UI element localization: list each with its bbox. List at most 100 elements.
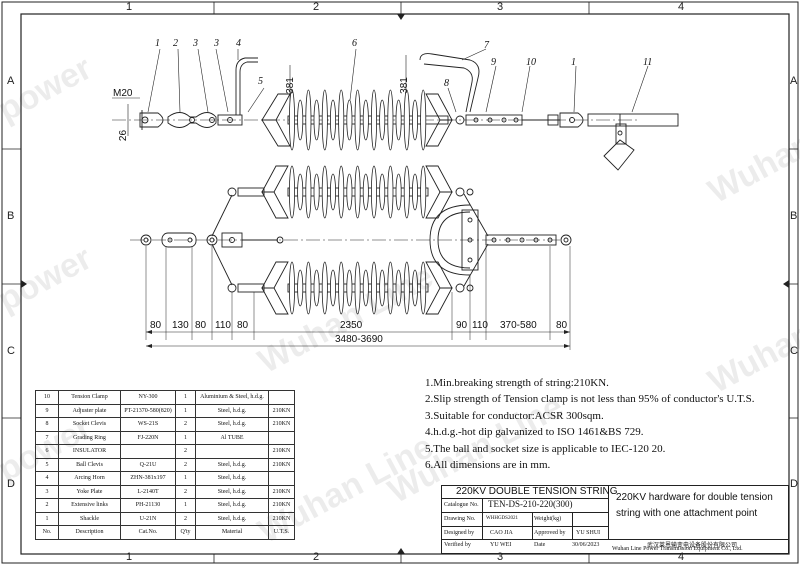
dim-370-580: 370-580	[500, 320, 537, 331]
bom-cell: L-2140T	[120, 484, 176, 499]
bom-cell: Steel, h.d.g.	[195, 484, 269, 499]
insulator-shed	[395, 269, 402, 307]
zone-col-1-bottom: 1	[126, 551, 133, 563]
bom-cell: 7	[35, 430, 59, 445]
insulator-shed	[346, 269, 353, 307]
bom-cell: Arcing Horn	[58, 471, 121, 486]
insulator-shed	[387, 165, 394, 219]
insulator-shed	[288, 89, 295, 151]
callout-5: 5	[258, 76, 263, 87]
bom-cell: 210KN	[268, 511, 295, 526]
note-4: 4.h.d.g.-hot dip galvanized to ISO 1461&…	[425, 426, 644, 439]
insulator-shed	[370, 89, 377, 151]
insulator-shed	[346, 173, 353, 211]
dim-80-b: 80	[195, 320, 207, 331]
dim-2350: 2350	[340, 320, 363, 331]
insulator-shed	[420, 261, 427, 315]
tb-date: 30/06/2023	[572, 542, 600, 548]
tb-drawing-no: WHHGDS2021	[486, 516, 518, 521]
insulator-shed	[379, 173, 386, 211]
dim-26: 26	[118, 129, 130, 142]
zone-row-a: A	[7, 75, 15, 87]
zone-col-2: 2	[313, 1, 320, 13]
insulator-shed	[321, 261, 328, 315]
bom-cell: Ball Clevis	[58, 457, 121, 472]
bom-cell: ZHN-381x197	[120, 471, 176, 486]
bom-cell: U-21N	[120, 511, 176, 526]
insulator-shed	[387, 261, 394, 315]
insulator-shed	[411, 269, 418, 307]
insulator-shed	[395, 173, 402, 211]
bom-cell: U.T.S.	[268, 525, 295, 540]
zone-col-3: 3	[497, 1, 504, 13]
tb-catalogue-label: Catalogue No.	[444, 502, 479, 508]
bom-cell: 9	[35, 403, 59, 418]
bom-cell: Steel, h.d.g.	[195, 417, 269, 432]
insulator-shed	[354, 261, 361, 315]
zone-row-b-right: B	[790, 210, 798, 222]
bom-cell: 210KN	[268, 403, 295, 418]
insulator-shed	[297, 173, 304, 211]
zone-col-3-bottom: 3	[497, 551, 504, 563]
dim-m20: M20	[113, 88, 133, 99]
technical-notes: 1.Min.breaking strength of string:210KN.…	[425, 375, 755, 473]
bom-cell: Shackle	[58, 511, 121, 526]
bom-cell: Al TUBE	[195, 430, 269, 445]
insulator-shed	[329, 173, 336, 211]
bom-cell: Yoke Plate	[58, 484, 121, 499]
insulator-shed	[370, 165, 377, 219]
insulator-shed	[305, 165, 312, 219]
insulator-shed	[321, 89, 328, 151]
bom-cell: 5	[35, 457, 59, 472]
bom-cell: 3	[35, 484, 59, 499]
bom-cell: Steel, h.d.g.	[195, 471, 269, 486]
bom-cell: 2	[35, 498, 59, 513]
tb-title: 220KV DOUBLE TENSION STRING	[456, 486, 618, 497]
dim-80-d: 80	[556, 320, 568, 331]
callout-9: 9	[491, 57, 496, 68]
callout-10: 10	[526, 57, 536, 68]
bom-cell: Aluminium & Steel, h.d.g.	[195, 390, 269, 405]
insulator-shed	[395, 99, 402, 141]
insulator-shed	[403, 165, 410, 219]
callout-6: 6	[352, 38, 357, 49]
bom-cell: 210KN	[268, 484, 295, 499]
insulator-shed	[379, 269, 386, 307]
bom-cell: 210KN	[268, 417, 295, 432]
zone-col-2-bottom: 2	[313, 551, 320, 563]
bom-cell: Socket Clevis	[58, 417, 121, 432]
tb-verified-label: Verified by	[444, 542, 471, 548]
insulator-shed	[338, 261, 345, 315]
tb-drawing-label: Drawing No.	[444, 516, 476, 522]
tb-description-1: 220KV hardware for double tension	[616, 492, 773, 503]
note-1: 1.Min.breaking strength of string:210KN.	[425, 377, 609, 389]
insulator-shed	[321, 165, 328, 219]
insulator-shed	[411, 99, 418, 141]
insulator-shed	[411, 173, 418, 211]
bom-cell: 10	[35, 390, 59, 405]
insulator-shed	[305, 89, 312, 151]
zone-col-4-bottom: 4	[678, 551, 685, 563]
tb-designed-label: Designed by	[444, 530, 475, 536]
insulator-shed	[362, 269, 369, 307]
callout-4: 4	[236, 38, 241, 49]
callout-1-right: 1	[571, 57, 576, 68]
bom-cell	[120, 444, 176, 459]
insulator-shed	[313, 269, 320, 307]
dim-80-a: 80	[150, 320, 162, 331]
tb-description-2: string with one attachment point	[616, 508, 758, 519]
zone-row-a-right: A	[790, 75, 798, 87]
dim-130: 130	[172, 320, 189, 331]
insulator-shed	[379, 99, 386, 141]
bom-cell: 2	[175, 457, 196, 472]
insulator-shed	[346, 99, 353, 141]
